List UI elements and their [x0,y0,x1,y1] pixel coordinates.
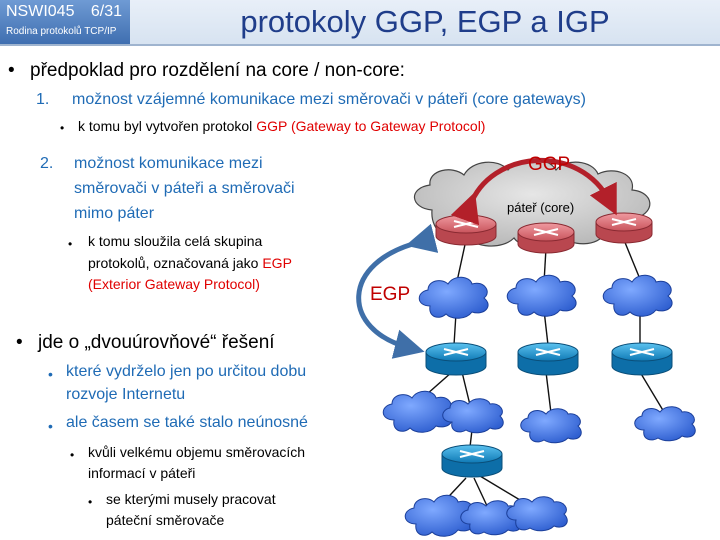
item-2-sub-line2: protokolů, označovaná jako EGP [88,255,292,271]
item-1-sub-text: k tomu byl vytvořen protokol [78,118,257,134]
bullet-core-noncore: předpoklad pro rozdělení na core / non-c… [30,60,405,81]
sub-bullet-dot: • [48,418,53,434]
cloud-network [602,274,673,317]
ggp-label: GGP [528,154,570,175]
bullet-dot: • [16,332,23,353]
volume-line2: informací v páteři [88,465,196,481]
course-badge: NSWI045 6/31 Rodina protokolů TCP/IP [0,0,130,44]
item-2-sub-text: protokolů, označovaná jako [88,255,263,271]
num-2: 2. [40,155,54,172]
bullet-two-level: jde o „dvouúrovňové“ řešení [38,332,275,353]
routers-line2: páteční směrovače [106,512,225,528]
sub-bullet-dot: • [88,495,93,509]
core-router [595,212,653,244]
cloud-network [442,398,504,434]
page-number: 6/31 [90,3,122,20]
routers-line1: se kterými musely pracovat [106,491,276,507]
cloud-network [634,406,696,442]
sub-bullet-dot: • [70,448,75,462]
num-1: 1. [36,91,50,108]
ggp-arrow [450,157,617,226]
course-code: NSWI045 [6,3,75,20]
cloud-network [382,390,453,433]
sub-lasted-line1: které vydrželo jen po určitou dobu [66,363,307,380]
slide-header: NSWI045 6/31 Rodina protokolů TCP/IP pro… [0,0,720,46]
item-2-line3: mimo páter [74,205,155,222]
edge-router [425,342,487,376]
cloud-network [506,496,568,532]
egp-definition: (Exterior Gateway Protocol) [88,276,260,292]
core-router [435,214,497,246]
item-1-text: možnost vzájemné komunikace mezi směrova… [72,91,586,108]
sub-bullet-dot: • [48,366,53,382]
edge-router [611,342,673,376]
course-subtitle: Rodina protokolů TCP/IP [6,26,117,37]
core-label: páteř (core) [507,200,574,215]
edge-router [517,342,579,376]
ggp-definition: GGP (Gateway to Gateway Protocol) [256,118,486,134]
item-2-line1: možnost komunikace mezi [74,155,263,172]
item-2-line2: směrovači v páteři a směrovači [74,180,295,197]
item-2-sub-line1: k tomu sloužila celá skupina [88,233,263,249]
egp-arrow [356,223,439,359]
slide-title: protokoly GGP, EGP a IGP [240,4,610,39]
egp-abbrev: EGP [262,255,292,271]
item-1-sub: k tomu byl vytvořen protokol GGP (Gatewa… [78,118,485,134]
cloud-network [520,408,582,444]
bullet-dot: • [8,60,15,81]
core-router [517,222,575,254]
egp-label: EGP [370,284,410,305]
sub-bullet-dot: • [60,121,65,135]
sub-bullet-dot: • [68,237,73,251]
cloud-network [506,274,577,317]
sub-unsustainable: ale časem se také stalo neúnosné [66,414,308,431]
volume-line1: kvůli velkému objemu směrovacích [88,444,306,460]
sub-lasted-line2: rozvoje Internetu [66,386,186,403]
edge-router [441,444,503,478]
cloud-network [418,276,489,319]
